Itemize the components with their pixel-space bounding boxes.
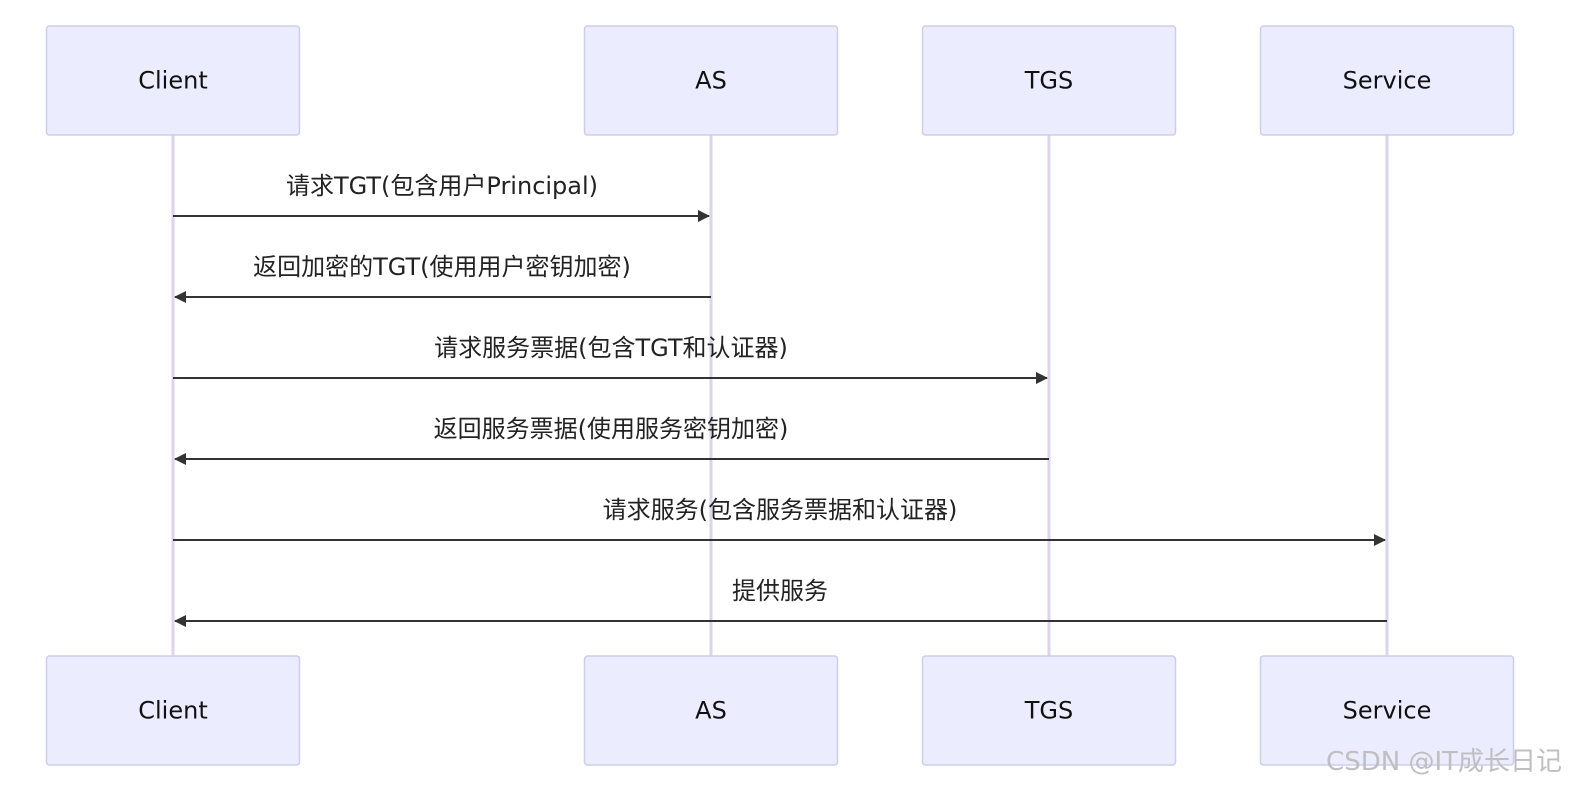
actor-as-top: AS [583, 25, 839, 136]
message-label: 请求服务票据(包含TGT和认证器) [434, 334, 788, 362]
actor-box [921, 655, 1177, 766]
actor-label: Client [138, 697, 207, 725]
message-label: 返回服务票据(使用服务密钥加密) [434, 415, 789, 443]
actor-service-top: Service [1259, 25, 1515, 136]
message-1: 请求TGT(包含用户Principal) [173, 172, 710, 222]
actor-as-bottom: AS [583, 655, 839, 766]
actor-label: AS [695, 67, 727, 95]
message-label: 请求TGT(包含用户Principal) [286, 172, 598, 200]
actor-box [583, 25, 839, 136]
actor-client-bottom: Client [45, 655, 301, 766]
message-label: 返回加密的TGT(使用用户密钥加密) [253, 253, 631, 281]
watermark: CSDN @IT成长日记 [1326, 747, 1562, 777]
actor-tgs-bottom: TGS [921, 655, 1177, 766]
actor-label: Service [1343, 67, 1432, 95]
actor-box [921, 25, 1177, 136]
message-label: 提供服务 [732, 577, 828, 605]
message-5: 请求服务(包含服务票据和认证器) [173, 496, 1386, 546]
actor-client-top: Client [45, 25, 301, 136]
message-3: 请求服务票据(包含TGT和认证器) [173, 334, 1048, 384]
actor-label: AS [695, 697, 727, 725]
actor-label: Service [1343, 697, 1432, 725]
actor-box [45, 25, 301, 136]
actor-box [45, 655, 301, 766]
actor-label: TGS [1024, 67, 1074, 95]
message-label: 请求服务(包含服务票据和认证器) [603, 496, 958, 524]
message-4: 返回服务票据(使用服务密钥加密) [174, 415, 1049, 465]
actor-service-bottom: Service [1259, 655, 1515, 766]
actor-box [1259, 25, 1515, 136]
message-2: 返回加密的TGT(使用用户密钥加密) [174, 253, 711, 303]
actor-label: Client [138, 67, 207, 95]
actor-label: TGS [1024, 697, 1074, 725]
actor-box [583, 655, 839, 766]
actor-box [1259, 655, 1515, 766]
actor-tgs-top: TGS [921, 25, 1177, 136]
message-6: 提供服务 [174, 577, 1387, 627]
